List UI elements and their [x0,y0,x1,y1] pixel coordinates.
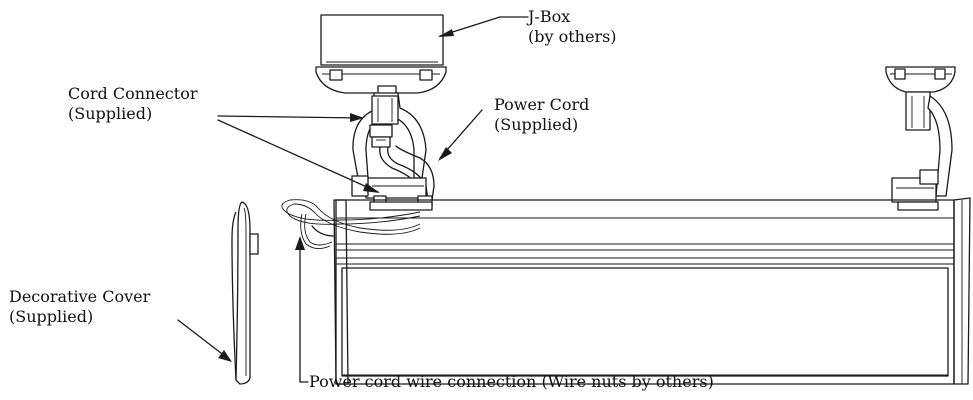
decorative-cover [231,201,259,385]
j-box [320,14,444,66]
label-cord-connector: Cord Connector (Supplied) [68,84,198,123]
label-power-cord: Power Cord (Supplied) [494,95,589,134]
leader-decorative-cover [177,319,232,362]
fixture-body [333,197,971,385]
jbox-label-line1: J-Box [526,7,570,26]
loose-wires [281,199,421,249]
decorative-cover-label-line2: (Supplied) [9,307,93,326]
left-canopy [315,66,447,97]
cord-connector-label-line1: Cord Connector [68,84,198,103]
leader-wire-connection [295,236,309,383]
jbox-label-line2: (by others) [528,27,617,46]
leader-jbox [438,16,529,37]
left-arm-bracket [352,92,427,179]
decorative-cover-label-line1: Decorative Cover [9,287,151,306]
leader-power-cord [438,109,483,161]
left-cord-connector [369,124,393,148]
leader-cord-connector [217,113,380,193]
right-arm-bracket [905,91,953,197]
label-decorative-cover: Decorative Cover (Supplied) [9,287,151,326]
power-cord-label-line2: (Supplied) [494,115,578,134]
right-mounting-foot [891,169,939,211]
left-mounting-foot [351,175,433,211]
right-canopy [885,66,956,93]
label-jbox: J-Box (by others) [526,7,617,46]
cord-connector-label-line2: (Supplied) [68,104,152,123]
wire-connection-label: Power cord wire connection (Wire nuts by… [309,372,714,391]
power-cord-label-line1: Power Cord [494,95,589,114]
label-wire-connection: Power cord wire connection (Wire nuts by… [309,372,714,391]
